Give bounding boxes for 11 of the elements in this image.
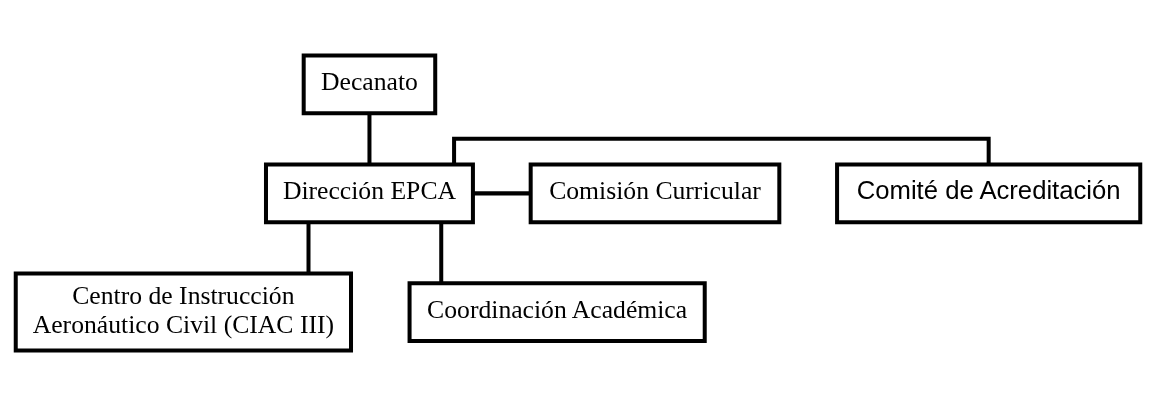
node-box: Decanato (301, 53, 438, 116)
node-box: Comité de Acreditación (835, 162, 1143, 225)
node-box: Dirección EPCA (264, 162, 475, 225)
node-box: Centro de Instrucción Aeronáutico Civil (CIAC III) (13, 271, 353, 353)
connector (439, 222, 444, 284)
connector (367, 113, 372, 165)
connector (472, 191, 531, 196)
connector (452, 136, 991, 165)
connector (306, 222, 311, 274)
node-box: Comisión Curricular (528, 162, 782, 225)
node-box: Coordinación Académica (407, 281, 707, 343)
